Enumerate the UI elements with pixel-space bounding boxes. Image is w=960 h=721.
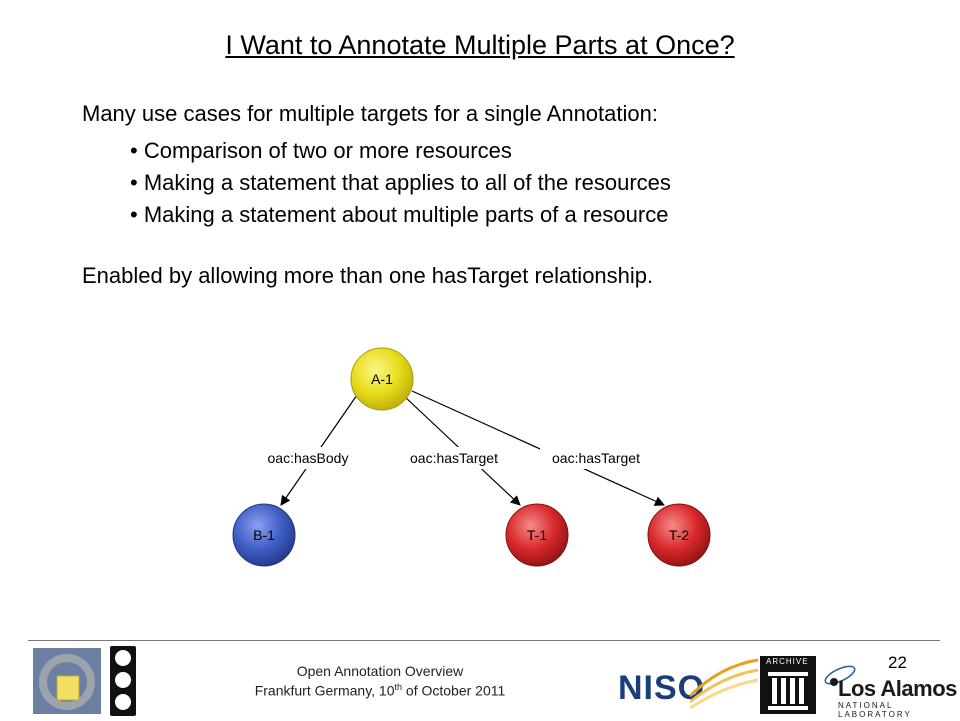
edge-hastarget-t2 [411, 390, 665, 506]
footer-line-1: Open Annotation Overview [296, 663, 464, 679]
cc-by-icon [115, 650, 131, 710]
page-number: 22 [888, 653, 907, 672]
los-alamos-atom-icon [824, 665, 856, 686]
los-alamos-subtitle: NATIONAL LABORATORY [838, 701, 912, 719]
node-t1 [505, 503, 569, 567]
footer-line-2: Frankfurt Germany, 10th of October 2011 [254, 682, 506, 699]
use-case-list: Comparison of two or more resources Maki… [130, 137, 671, 233]
lock-icon [39, 654, 95, 710]
los-alamos-logo: Los Alamos [838, 676, 957, 701]
intro-text: Many use cases for multiple targets for … [82, 101, 658, 126]
enabled-text: Enabled by allowing more than one hasTar… [82, 263, 654, 288]
creative-commons-badge [110, 646, 136, 716]
footer-divider [28, 640, 940, 641]
node-label-b1: B-1 [253, 527, 275, 543]
node-a1 [350, 347, 414, 411]
node-label-a1: A-1 [371, 371, 393, 387]
slide-title: I Want to Annotate Multiple Parts at Onc… [225, 30, 735, 60]
use-case-item: Making a statement that applies to all o… [130, 169, 671, 201]
use-case-item: Comparison of two or more resources [130, 137, 671, 169]
edge-label-hasbody: oac:hasBody [268, 450, 349, 466]
edge-label-hastarget-t1: oac:hasTarget [410, 450, 498, 466]
node-label-t1: T-1 [527, 527, 547, 543]
node-label-t2: T-2 [669, 527, 689, 543]
open-annotation-logo [33, 648, 101, 714]
archive-building-icon [768, 672, 808, 710]
edge-label-hastarget-t2: oac:hasTarget [552, 450, 640, 466]
node-t2 [647, 503, 711, 567]
internet-archive-label: ARCHIVE [766, 657, 809, 666]
node-b1 [232, 503, 296, 567]
niso-swoosh-icon [690, 658, 759, 710]
use-case-item: Making a statement about multiple parts … [130, 201, 671, 233]
internet-archive-logo [760, 656, 816, 714]
